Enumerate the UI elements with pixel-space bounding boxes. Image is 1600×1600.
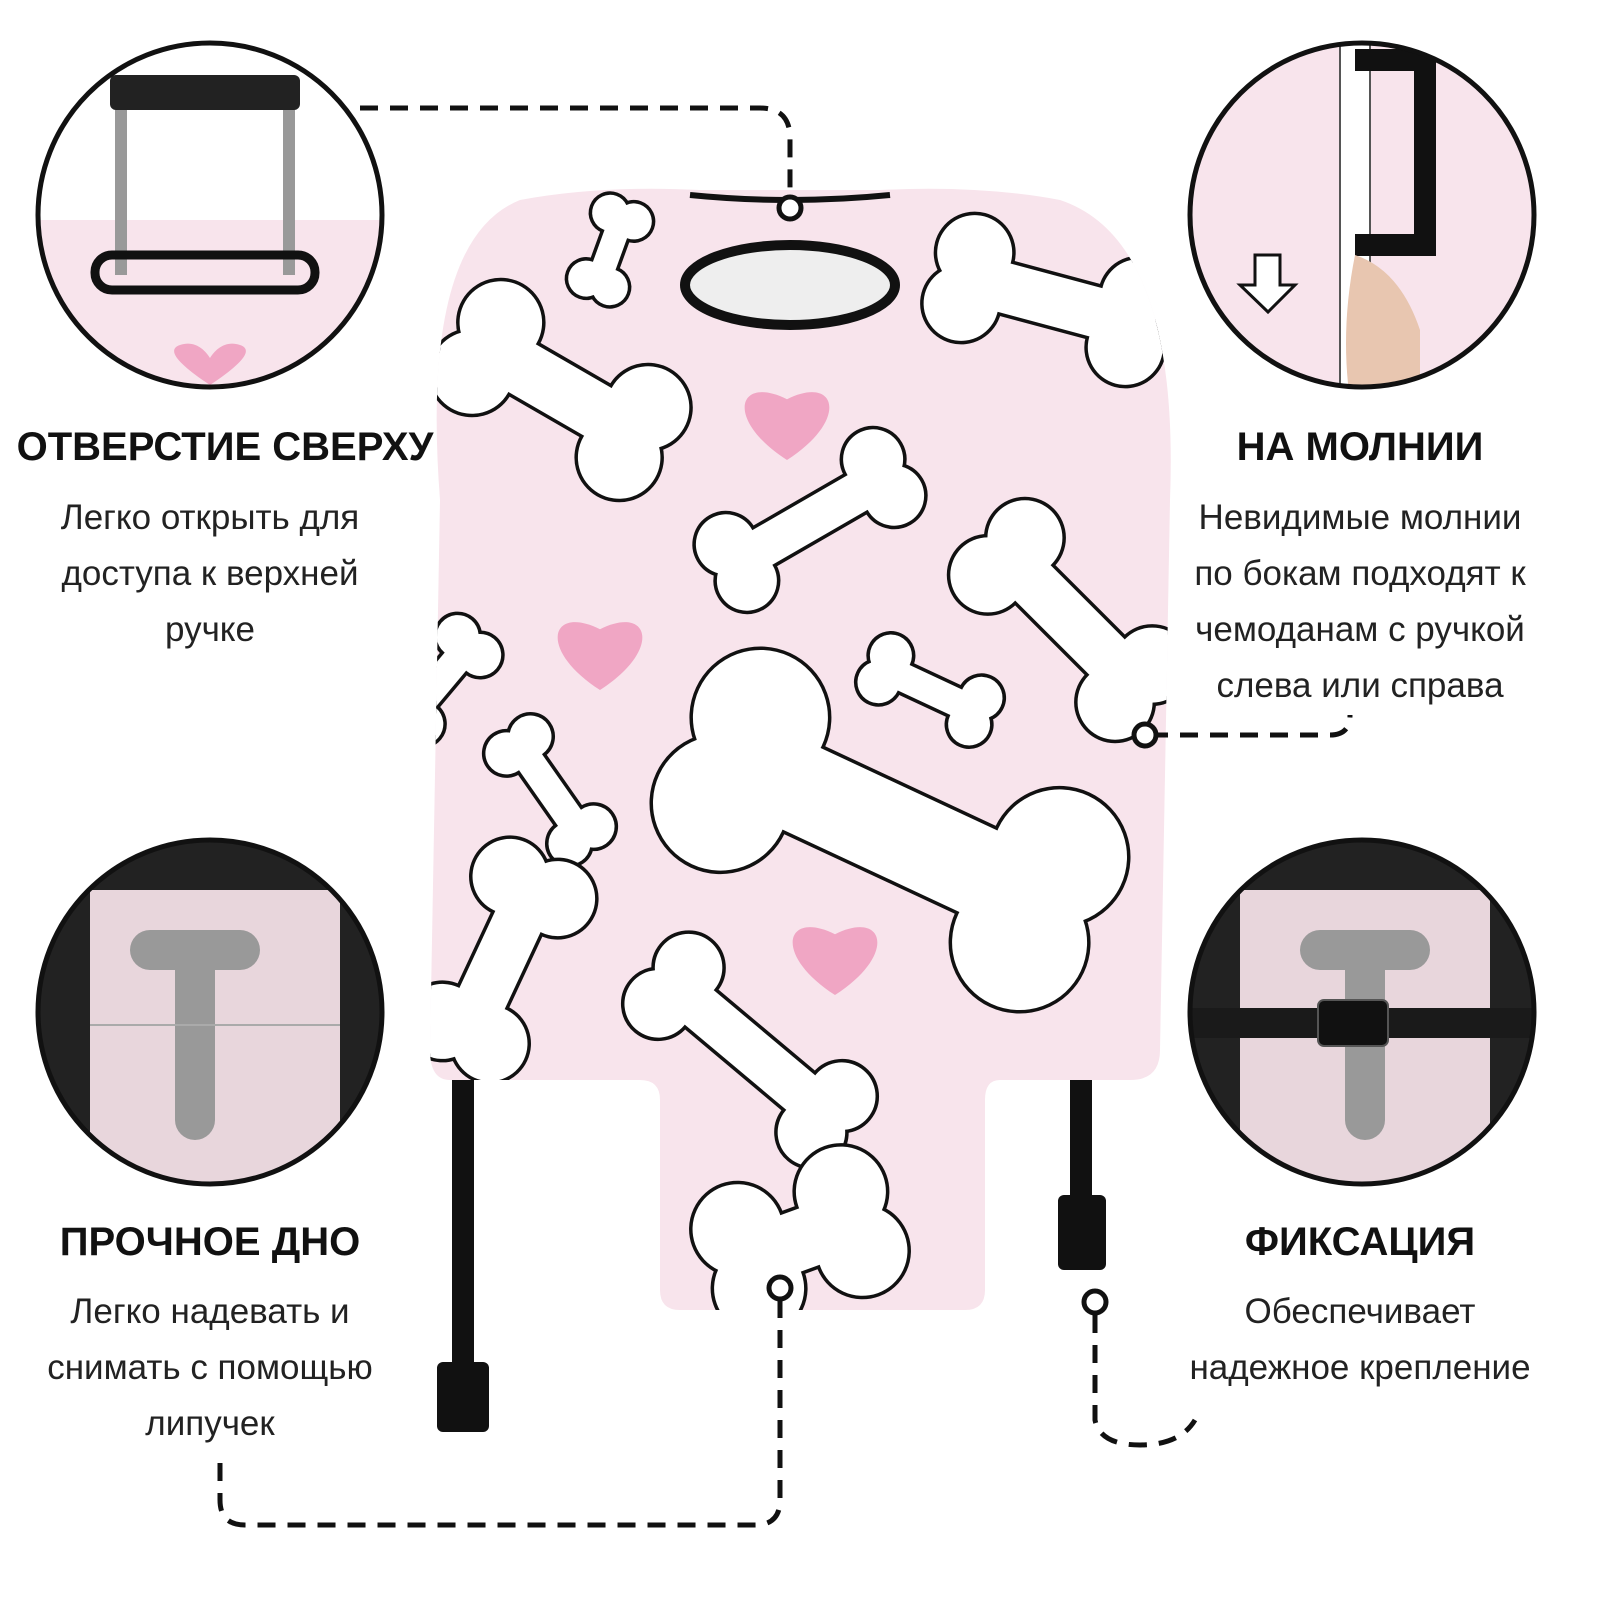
desc-line: надежное крепление bbox=[1189, 1348, 1531, 1387]
heart-icon bbox=[744, 392, 830, 460]
desc-line: по бокам подходят к bbox=[1194, 554, 1526, 593]
callout-lines bbox=[217, 105, 1353, 1528]
feature-title-zipper: НА МОЛНИИ bbox=[1236, 425, 1484, 469]
heart-icon bbox=[174, 343, 246, 385]
desc-line: Легко открыть для bbox=[60, 498, 360, 537]
heart-icon bbox=[792, 927, 878, 995]
desc-line: Легко надевать и bbox=[70, 1292, 350, 1331]
callout-dots bbox=[766, 194, 1159, 1316]
desc-line: липучек bbox=[145, 1404, 275, 1443]
bone-icon bbox=[620, 930, 880, 1170]
bone-icon bbox=[920, 211, 1171, 389]
desc-line: Обеспечивает bbox=[1244, 1292, 1476, 1331]
desc-line: ручке bbox=[165, 610, 255, 649]
arrow-down-icon bbox=[1236, 253, 1299, 315]
bone-icon bbox=[430, 277, 693, 503]
desc-line: снимать с помощью bbox=[47, 1348, 373, 1387]
detail-buckle bbox=[1187, 837, 1537, 1187]
bone-icon bbox=[649, 646, 1131, 1014]
luggage-cover bbox=[430, 188, 1171, 1310]
detail-bottom bbox=[35, 837, 385, 1187]
detail-zipper bbox=[1187, 40, 1537, 390]
feature-desc-bottom: Легко надевать и снимать с помощью липуч… bbox=[10, 1284, 410, 1452]
feature-title-top-opening: ОТВЕРСТИЕ СВЕРХУ bbox=[16, 425, 434, 469]
bone-icon bbox=[430, 835, 599, 1085]
detail-top-opening bbox=[35, 40, 385, 390]
top-opening bbox=[680, 240, 900, 330]
desc-line: чемоданам с ручкой bbox=[1195, 610, 1525, 649]
feature-title-bottom: ПРОЧНОЕ ДНО bbox=[59, 1220, 361, 1264]
bone-icon bbox=[946, 496, 1171, 744]
bone-icon bbox=[564, 191, 656, 309]
desc-line: доступа к верхней bbox=[61, 554, 359, 593]
feature-title-fixation: ФИКСАЦИЯ bbox=[1244, 1220, 1476, 1264]
bone-icon bbox=[481, 712, 619, 868]
feature-desc-zipper: Невидимые молнии по бокам подходят к чем… bbox=[1150, 490, 1570, 714]
bone-icon bbox=[692, 425, 928, 615]
heart-icon bbox=[557, 622, 643, 690]
bone-icon bbox=[689, 1143, 911, 1310]
feature-desc-fixation: Обеспечивает надежное крепление bbox=[1150, 1284, 1570, 1396]
bottom-straps bbox=[437, 1070, 1106, 1432]
feature-desc-top-opening: Легко открыть для доступа к верхней ручк… bbox=[10, 490, 410, 658]
desc-line: слева или справа bbox=[1216, 666, 1504, 705]
desc-line: Невидимые молнии bbox=[1198, 498, 1522, 537]
bone-icon bbox=[853, 631, 1007, 749]
